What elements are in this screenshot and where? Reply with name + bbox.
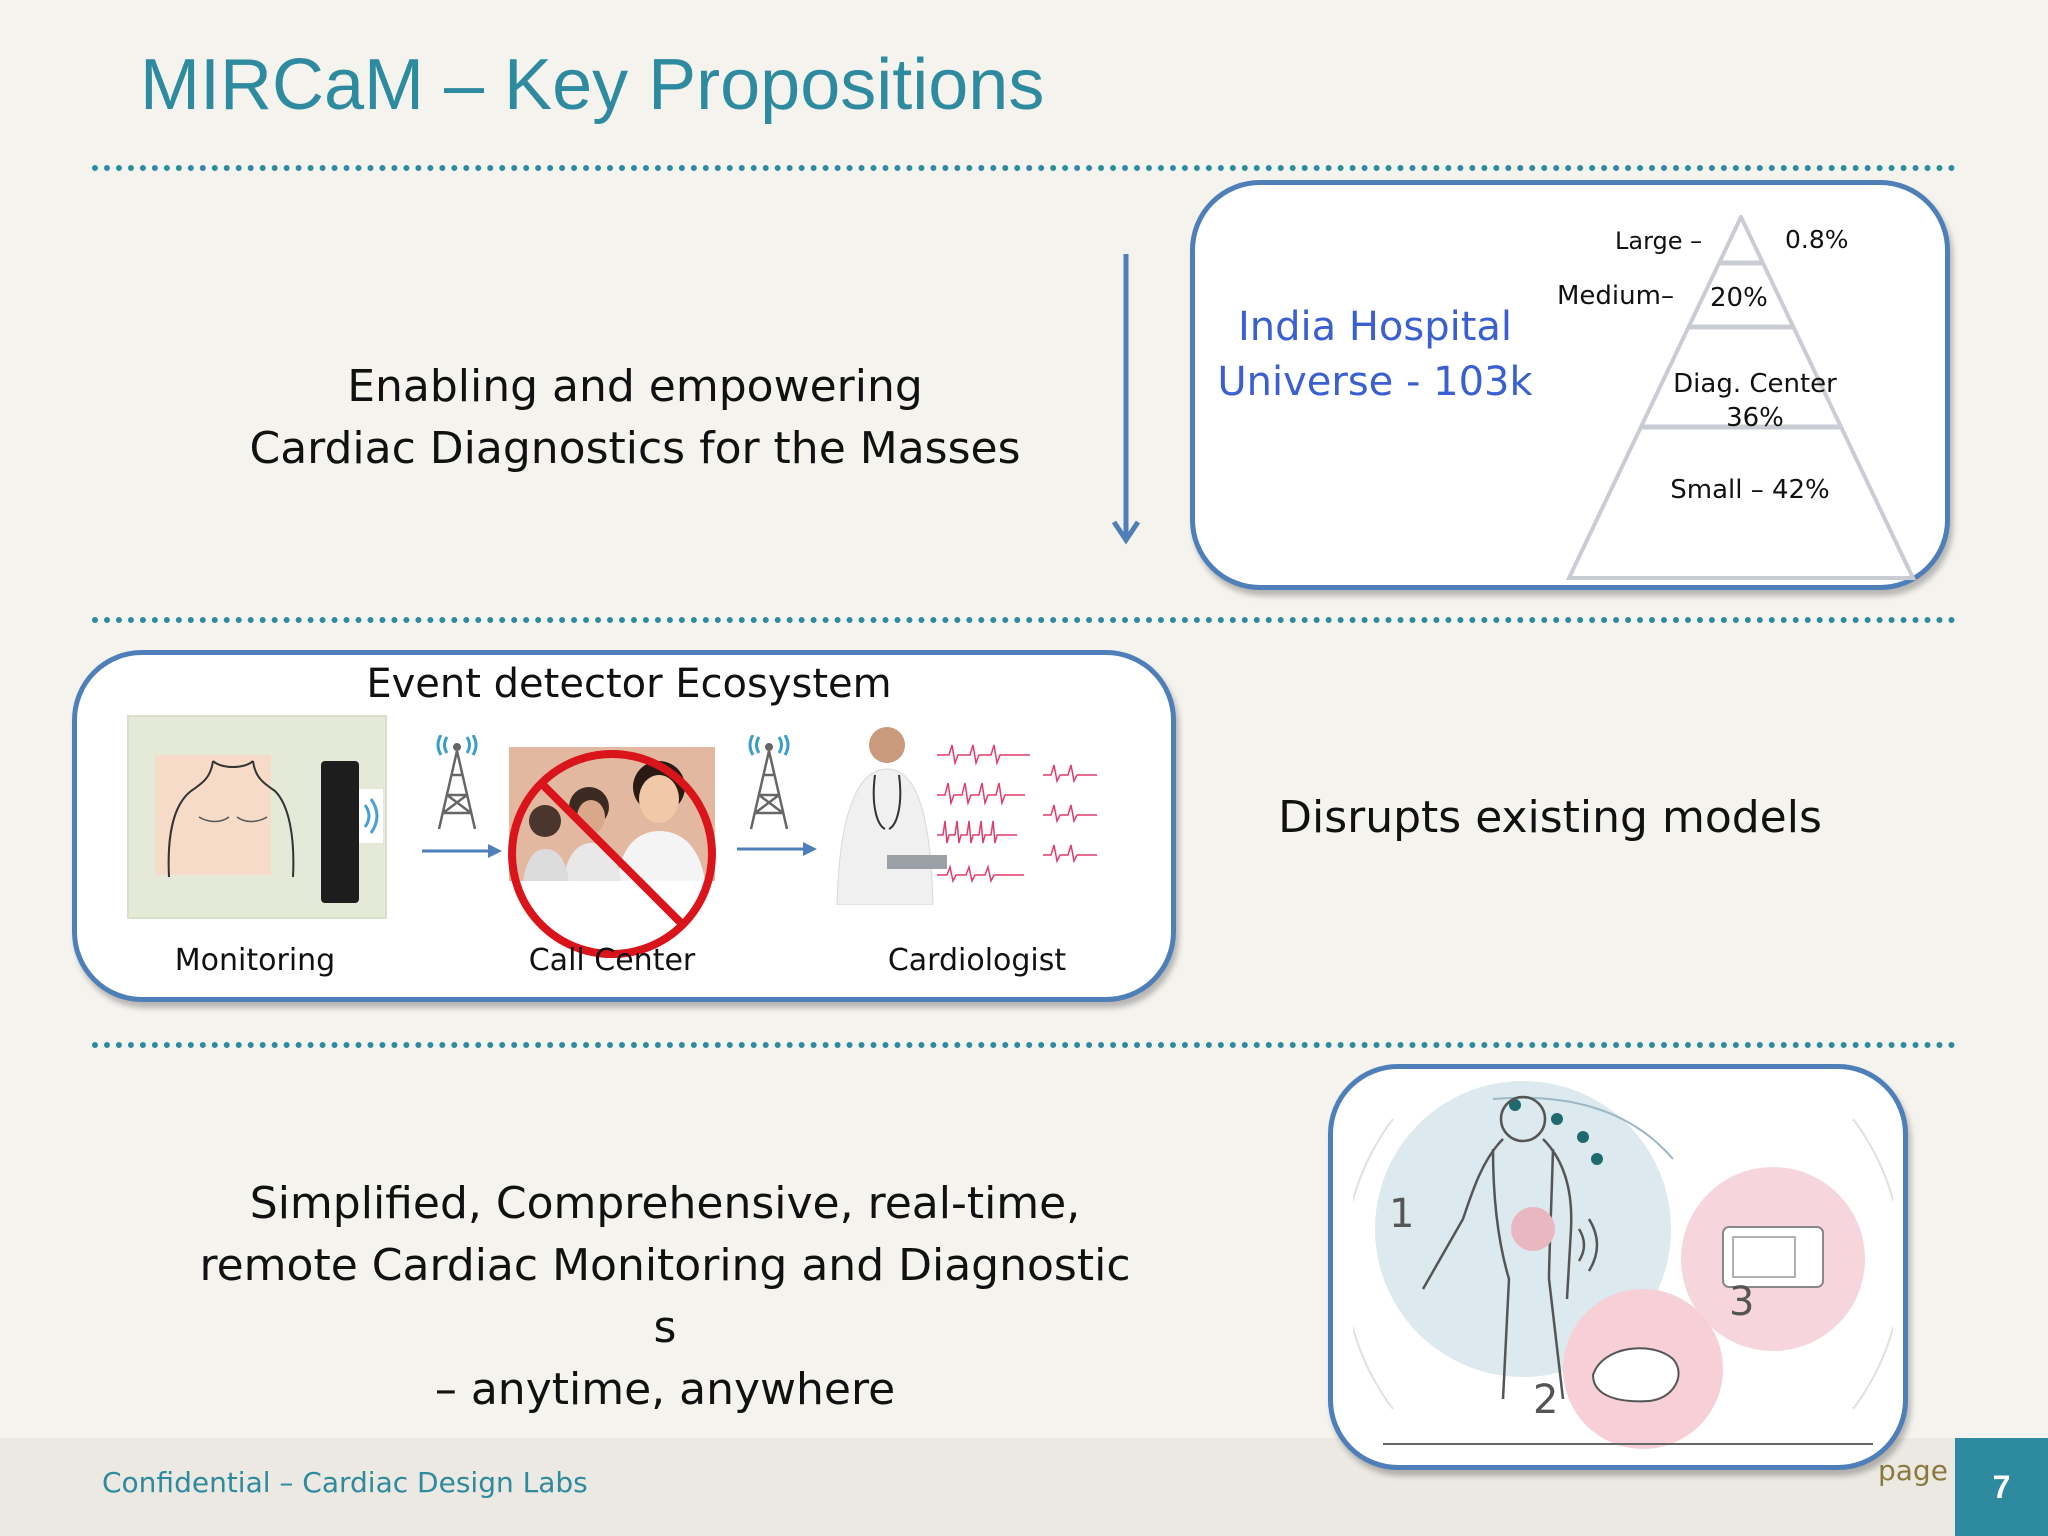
page-label: page	[1878, 1454, 1948, 1487]
proposition-3-text: Simplified, Comprehensive, real-time, re…	[150, 1173, 1180, 1421]
ecosystem-title: Event detector Ecosystem	[366, 661, 892, 707]
pyramid-diag-label: Diag. Center	[1673, 369, 1837, 399]
slide-title: MIRCaM – Key Propositions	[140, 45, 1045, 125]
proposition-3-line-4: – anytime, anywhere	[434, 1364, 896, 1415]
device-step-1-label: 1	[1389, 1191, 1414, 1237]
hospital-universe-heading: India Hospital Universe - 103k	[1205, 300, 1545, 410]
device-system-card: 1 2 3	[1328, 1064, 1908, 1470]
antenna-tower-icon	[748, 735, 790, 830]
pyramid-large-label: Large –	[1615, 227, 1703, 255]
footer-confidential-text: Confidential – Cardiac Design Labs	[102, 1466, 588, 1499]
separator-bottom	[92, 1042, 1956, 1048]
device-step-3-label: 3	[1729, 1279, 1754, 1325]
hospital-universe-heading-line-1: India Hospital	[1237, 304, 1513, 350]
device-system-illustration: 1 2 3	[1353, 1081, 1893, 1449]
proposition-3-line-2: remote Cardiac Monitoring and Diagnostic	[199, 1240, 1131, 1291]
separator-middle	[92, 617, 1956, 623]
proposition-1-text: Enabling and empowering Cardiac Diagnost…	[200, 356, 1070, 480]
proposition-3-line-3: s	[653, 1302, 677, 1353]
proposition-2-text: Disrupts existing models	[1278, 792, 1822, 843]
device-step-2-label: 2	[1533, 1377, 1558, 1423]
proposition-1-line-2: Cardiac Diagnostics for the Masses	[249, 423, 1021, 474]
antenna-tower-icon	[436, 735, 478, 830]
cardiologist-ecg-image	[827, 725, 1127, 905]
proposition-3-line-1: Simplified, Comprehensive, real-time,	[249, 1178, 1081, 1229]
call-center-label: Call Center	[528, 943, 696, 978]
hospital-universe-heading-line-2: Universe - 103k	[1217, 359, 1533, 405]
pyramid-small-label: Small – 42%	[1670, 475, 1830, 505]
monitoring-label: Monitoring	[174, 943, 336, 978]
arrow-right-icon	[422, 844, 502, 858]
ecosystem-card: Event detector Ecosystem	[72, 650, 1176, 1002]
cardiologist-label: Cardiologist	[887, 943, 1067, 978]
separator-top	[92, 165, 1956, 171]
patient-with-monitor-image	[155, 755, 383, 903]
down-arrow-icon	[1111, 254, 1141, 545]
prohibited-sign-icon	[508, 750, 716, 958]
pyramid-diag-value: 36%	[1726, 403, 1784, 433]
pyramid-diag-center-label: Diag. Center 36%	[1655, 367, 1855, 435]
page-number: 7	[1955, 1438, 2048, 1536]
pyramid-medium-value: 20%	[1710, 283, 1768, 313]
monitoring-illustration	[127, 715, 387, 919]
arrow-right-icon	[737, 842, 817, 856]
proposition-1-line-1: Enabling and empowering	[347, 361, 923, 412]
hospital-universe-card: India Hospital Universe - 103k Large – 0…	[1190, 180, 1950, 590]
pyramid-large-value: 0.8%	[1785, 225, 1849, 254]
hospital-pyramid-diagram	[1565, 215, 1917, 580]
pyramid-medium-label: Medium–	[1557, 281, 1674, 311]
